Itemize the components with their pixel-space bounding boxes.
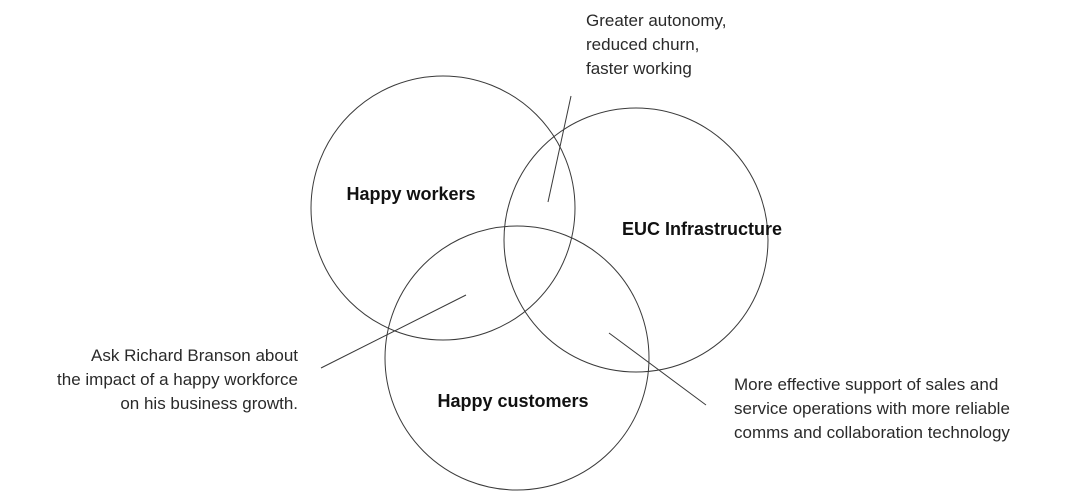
annotation-top: Greater autonomy, reduced churn, faster … (586, 11, 726, 78)
annotation-left-line-2: the impact of a happy workforce (57, 370, 298, 389)
leader-line-left (320, 294, 467, 369)
leader-line-right (608, 332, 707, 406)
annotation-left: Ask Richard Branson about the impact of … (57, 346, 298, 413)
annotation-top-line-1: Greater autonomy, (586, 11, 726, 30)
annotation-left-line-1: Ask Richard Branson about (91, 346, 298, 365)
annotation-right-line-1: More effective support of sales and (734, 375, 998, 394)
annotation-top-line-3: faster working (586, 59, 692, 78)
circle-euc-infrastructure (503, 107, 769, 373)
circle-happy-workers (310, 75, 576, 341)
label-happy-workers: Happy workers (346, 184, 475, 204)
circle-happy-customers (384, 225, 650, 491)
annotation-right-line-2: service operations with more reliable (734, 399, 1010, 418)
label-euc-infrastructure: EUC Infrastructure (622, 219, 782, 239)
annotation-right-line-3: comms and collaboration technology (734, 423, 1010, 442)
label-happy-customers: Happy customers (437, 391, 588, 411)
annotation-right: More effective support of sales and serv… (734, 375, 1010, 442)
leader-line-top (547, 95, 572, 203)
annotation-left-line-3: on his business growth. (120, 394, 298, 413)
annotation-top-line-2: reduced churn, (586, 35, 699, 54)
